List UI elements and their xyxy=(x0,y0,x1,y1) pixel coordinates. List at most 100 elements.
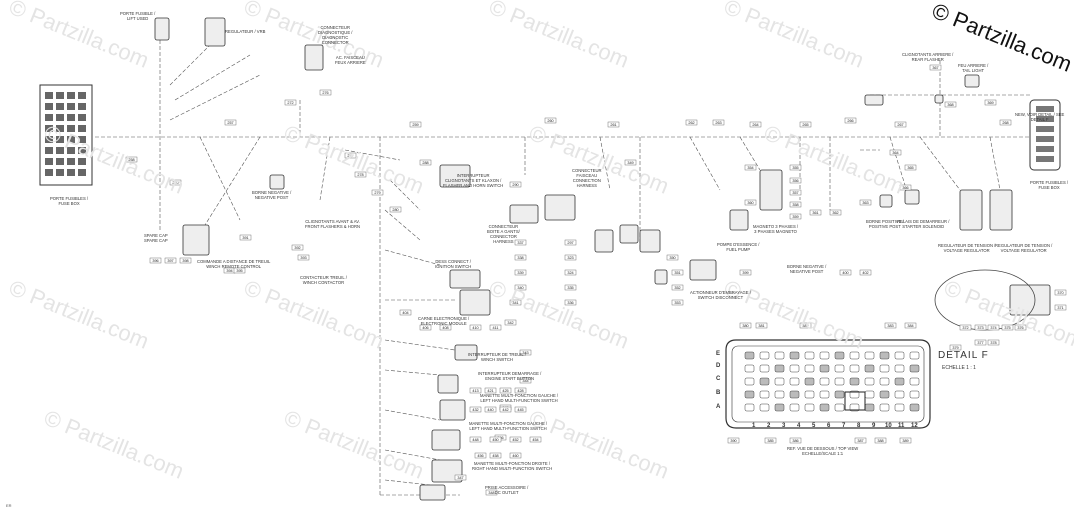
callout-number: 398 xyxy=(182,259,188,263)
fuse-slot xyxy=(78,103,86,110)
callout-number: 341 xyxy=(512,301,518,305)
callout-box xyxy=(233,267,246,274)
detail-pin xyxy=(774,364,785,373)
callout-number: 396 xyxy=(152,259,158,263)
callout-box xyxy=(859,199,872,206)
callout-box xyxy=(894,121,907,128)
detail-pin xyxy=(819,403,830,412)
harness-branch xyxy=(169,39,216,86)
harness-branch xyxy=(919,136,961,191)
detail-row-label: C xyxy=(716,376,721,382)
harness-branch xyxy=(389,179,421,211)
harness-branch xyxy=(384,209,421,241)
detail-pin xyxy=(774,390,785,399)
detail-pin xyxy=(909,403,920,412)
callout-number: 406 xyxy=(422,326,428,330)
harness-branch xyxy=(739,136,761,171)
callout-number: 265 xyxy=(802,123,808,127)
callout-box xyxy=(666,254,679,261)
callout-number: 392 xyxy=(294,246,300,250)
callout-number: 347 xyxy=(457,476,463,480)
detail-pin xyxy=(759,403,770,412)
callout-number: 279 xyxy=(374,191,380,195)
detail-pin xyxy=(744,351,755,360)
callout-box xyxy=(944,101,957,108)
detail-pin xyxy=(849,351,860,360)
callout-box xyxy=(419,159,432,166)
label-winch-contactor: CONTACTEUR TREUIL / WINCH CONTACTOR xyxy=(300,275,347,285)
harness-branch xyxy=(384,339,456,351)
fuse-slot xyxy=(56,125,64,132)
callout-number: 386 xyxy=(792,439,798,443)
callout-box xyxy=(514,406,527,413)
callout-number: 353 xyxy=(674,301,680,305)
callout-number: 367 xyxy=(932,66,938,70)
component-connector xyxy=(879,194,893,208)
callout-number: 270 xyxy=(172,181,178,185)
callout-number: 342 xyxy=(507,321,513,325)
detail-col-label: 1 xyxy=(752,423,756,429)
callout-number: 445 xyxy=(517,408,523,412)
label-reg-rect: REGULATEUR DE TENSION / VOLTAGE REGULATO… xyxy=(938,243,996,253)
callout-box xyxy=(984,99,997,106)
callout-number: 378 xyxy=(990,341,996,345)
callout-box xyxy=(514,239,527,246)
label-lh-switch: MANETTE MULTI-FONCTION GAUCHE / LEFT HAN… xyxy=(480,393,559,403)
callout-number: 410 xyxy=(472,326,478,330)
detail-pin xyxy=(834,403,845,412)
callout-box xyxy=(169,179,182,186)
harness-branch xyxy=(344,149,401,161)
callout-box xyxy=(389,206,402,213)
callout-box xyxy=(371,189,384,196)
label-lh-switch-2: MANETTE MULTI-FONCTION GAUCHE / LEFT HAN… xyxy=(469,421,548,431)
detail-pin xyxy=(804,364,815,373)
callout-box xyxy=(284,99,297,106)
callout-number: 448 xyxy=(472,438,478,442)
callout-number: 349 xyxy=(627,161,633,165)
component-connector xyxy=(729,209,749,231)
callout-box xyxy=(239,234,252,241)
callout-box xyxy=(749,121,762,128)
callout-number: 368 xyxy=(947,103,953,107)
callout-box xyxy=(125,156,138,163)
callout-box xyxy=(514,269,527,276)
callout-box xyxy=(519,349,532,356)
detail-pin xyxy=(894,351,905,360)
callout-number: 257 xyxy=(227,121,233,125)
component-connector xyxy=(639,229,661,253)
callout-box xyxy=(509,452,522,459)
callout-number: 400 xyxy=(842,271,848,275)
label-magneto: MAGNETO 3 PHASES / 3 PHASES MAGNETO xyxy=(753,224,799,234)
callout-number: 324 xyxy=(567,271,573,275)
callout-number: 356 xyxy=(792,179,798,183)
fuse-slot xyxy=(78,114,86,121)
detail-pin xyxy=(744,377,755,386)
detail-row-label: E xyxy=(716,351,721,357)
detail-pin xyxy=(879,403,890,412)
harness-branch xyxy=(599,136,611,191)
label-negative-post: BORNE NEGATIVE / NEGATIVE POST xyxy=(252,190,292,200)
callout-number: 260 xyxy=(547,119,553,123)
component-connector xyxy=(439,399,466,421)
callout-box xyxy=(744,199,757,206)
label-dess-connector: DESS CONNECT / IGNITION SWITCH xyxy=(435,259,472,269)
label-rear-lights: CLIGNOTANTS ARRIERE / REAR FLASHER xyxy=(902,52,954,62)
detail-connector-outline xyxy=(725,339,931,429)
callout-box xyxy=(297,254,310,261)
fuse-slot xyxy=(1036,136,1054,142)
component-connector xyxy=(934,94,944,104)
callout-number: 387 xyxy=(857,439,863,443)
detail-pin xyxy=(744,403,755,412)
callout-number: 404 xyxy=(402,311,408,315)
callout-number: 365 xyxy=(907,166,913,170)
callout-box xyxy=(739,269,752,276)
callout-box xyxy=(727,437,740,444)
detail-pin xyxy=(909,364,920,373)
detail-pin xyxy=(894,390,905,399)
detail-pin xyxy=(804,403,815,412)
component-connector xyxy=(759,169,783,211)
label-fuse-box-left: PORTE FUSIBLES / FUSE BOX xyxy=(50,196,89,206)
label-spare-cap: SPARE CAP SPARE CAP xyxy=(144,233,168,243)
fuse-slot xyxy=(78,125,86,132)
